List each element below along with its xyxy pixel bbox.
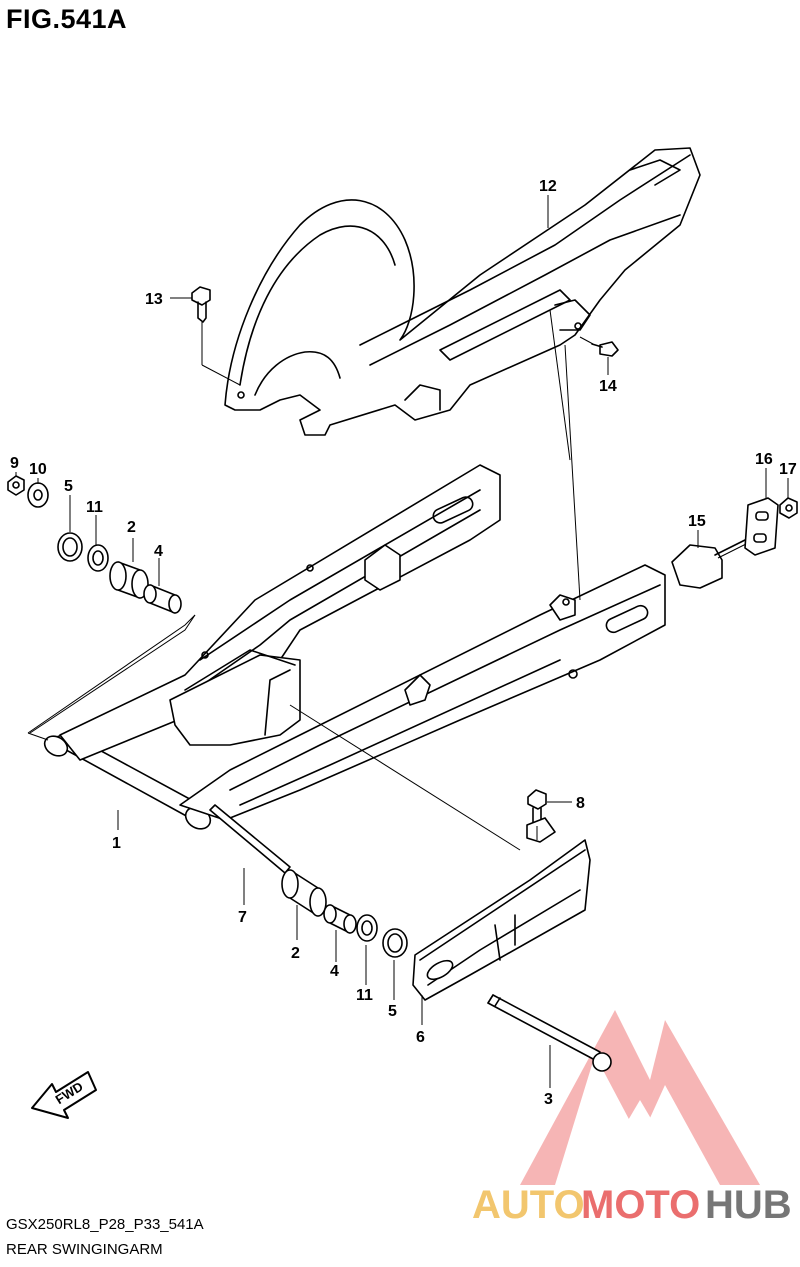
- plate-part-16: [744, 497, 779, 556]
- assembly-lines: [29, 309, 594, 851]
- bolt-part-13: [191, 286, 211, 323]
- part-label-7: 7: [238, 909, 247, 926]
- part-label-10: 10: [29, 461, 47, 478]
- watermark-wordmark: AUTO MOTO HUB: [472, 1183, 792, 1227]
- fwd-arrow-icon: FWD: [31, 1071, 97, 1119]
- svg-text:HUB: HUB: [705, 1183, 792, 1227]
- bolt-part-8: [527, 789, 547, 827]
- adjuster-part-15: [671, 544, 723, 589]
- part-label-2b: 2: [291, 945, 300, 962]
- chain-buffer-part-6: [412, 817, 591, 1001]
- part-label-5b: 5: [388, 1003, 397, 1020]
- part-label-13: 13: [145, 291, 163, 308]
- part-label-11b: 11: [356, 987, 373, 1004]
- figure-code: GSX250RL8_P28_P33_541A: [6, 1216, 204, 1233]
- part-label-3: 3: [544, 1091, 553, 1108]
- part-label-9: 9: [10, 455, 19, 472]
- part-label-14: 14: [599, 378, 617, 395]
- seal-part-11-lower: [356, 914, 378, 942]
- swingarm-part-1: [43, 464, 666, 830]
- part-label-4b: 4: [330, 963, 339, 980]
- part-label-15: 15: [688, 513, 706, 530]
- bolt-part-14: [591, 341, 619, 357]
- collar-part-5-lower: [382, 928, 408, 958]
- part-label-2a: 2: [127, 519, 136, 536]
- part-label-5a: 5: [64, 478, 73, 495]
- washer-part-10: [27, 482, 49, 508]
- lower-pivot-hardware: [209, 804, 408, 958]
- part-label-16: 16: [755, 451, 773, 468]
- chain-guard-part-12: [224, 147, 701, 436]
- nut-part-17: [779, 497, 798, 519]
- part-label-4a: 4: [154, 543, 163, 560]
- adjuster-hardware: [671, 497, 798, 589]
- part-label-12: 12: [539, 178, 557, 195]
- watermark-logo: [520, 1010, 760, 1185]
- figure-name: REAR SWINGINGARM: [6, 1241, 163, 1258]
- part-label-1: 1: [112, 835, 121, 852]
- label-leaders: [15, 195, 789, 1088]
- pivot-shaft-part-7: [209, 804, 291, 874]
- seal-part-11: [87, 544, 109, 572]
- part-number-labels: 1 2 2 3 4 4 5 5 6 7 8 9 10 11 11 12 13 1…: [10, 178, 797, 1108]
- collar-part-5: [57, 532, 83, 562]
- part-label-8: 8: [576, 795, 585, 812]
- figure-title: FIG.541A: [6, 4, 128, 34]
- part-label-6: 6: [416, 1029, 425, 1046]
- svg-text:AUTO: AUTO: [472, 1183, 585, 1227]
- bolt-part-3: [487, 994, 612, 1072]
- left-hardware: [7, 475, 182, 614]
- part-label-17: 17: [779, 461, 797, 478]
- svg-text:MOTO: MOTO: [581, 1183, 700, 1227]
- nut-part-9: [7, 475, 25, 496]
- part-label-11a: 11: [86, 499, 103, 516]
